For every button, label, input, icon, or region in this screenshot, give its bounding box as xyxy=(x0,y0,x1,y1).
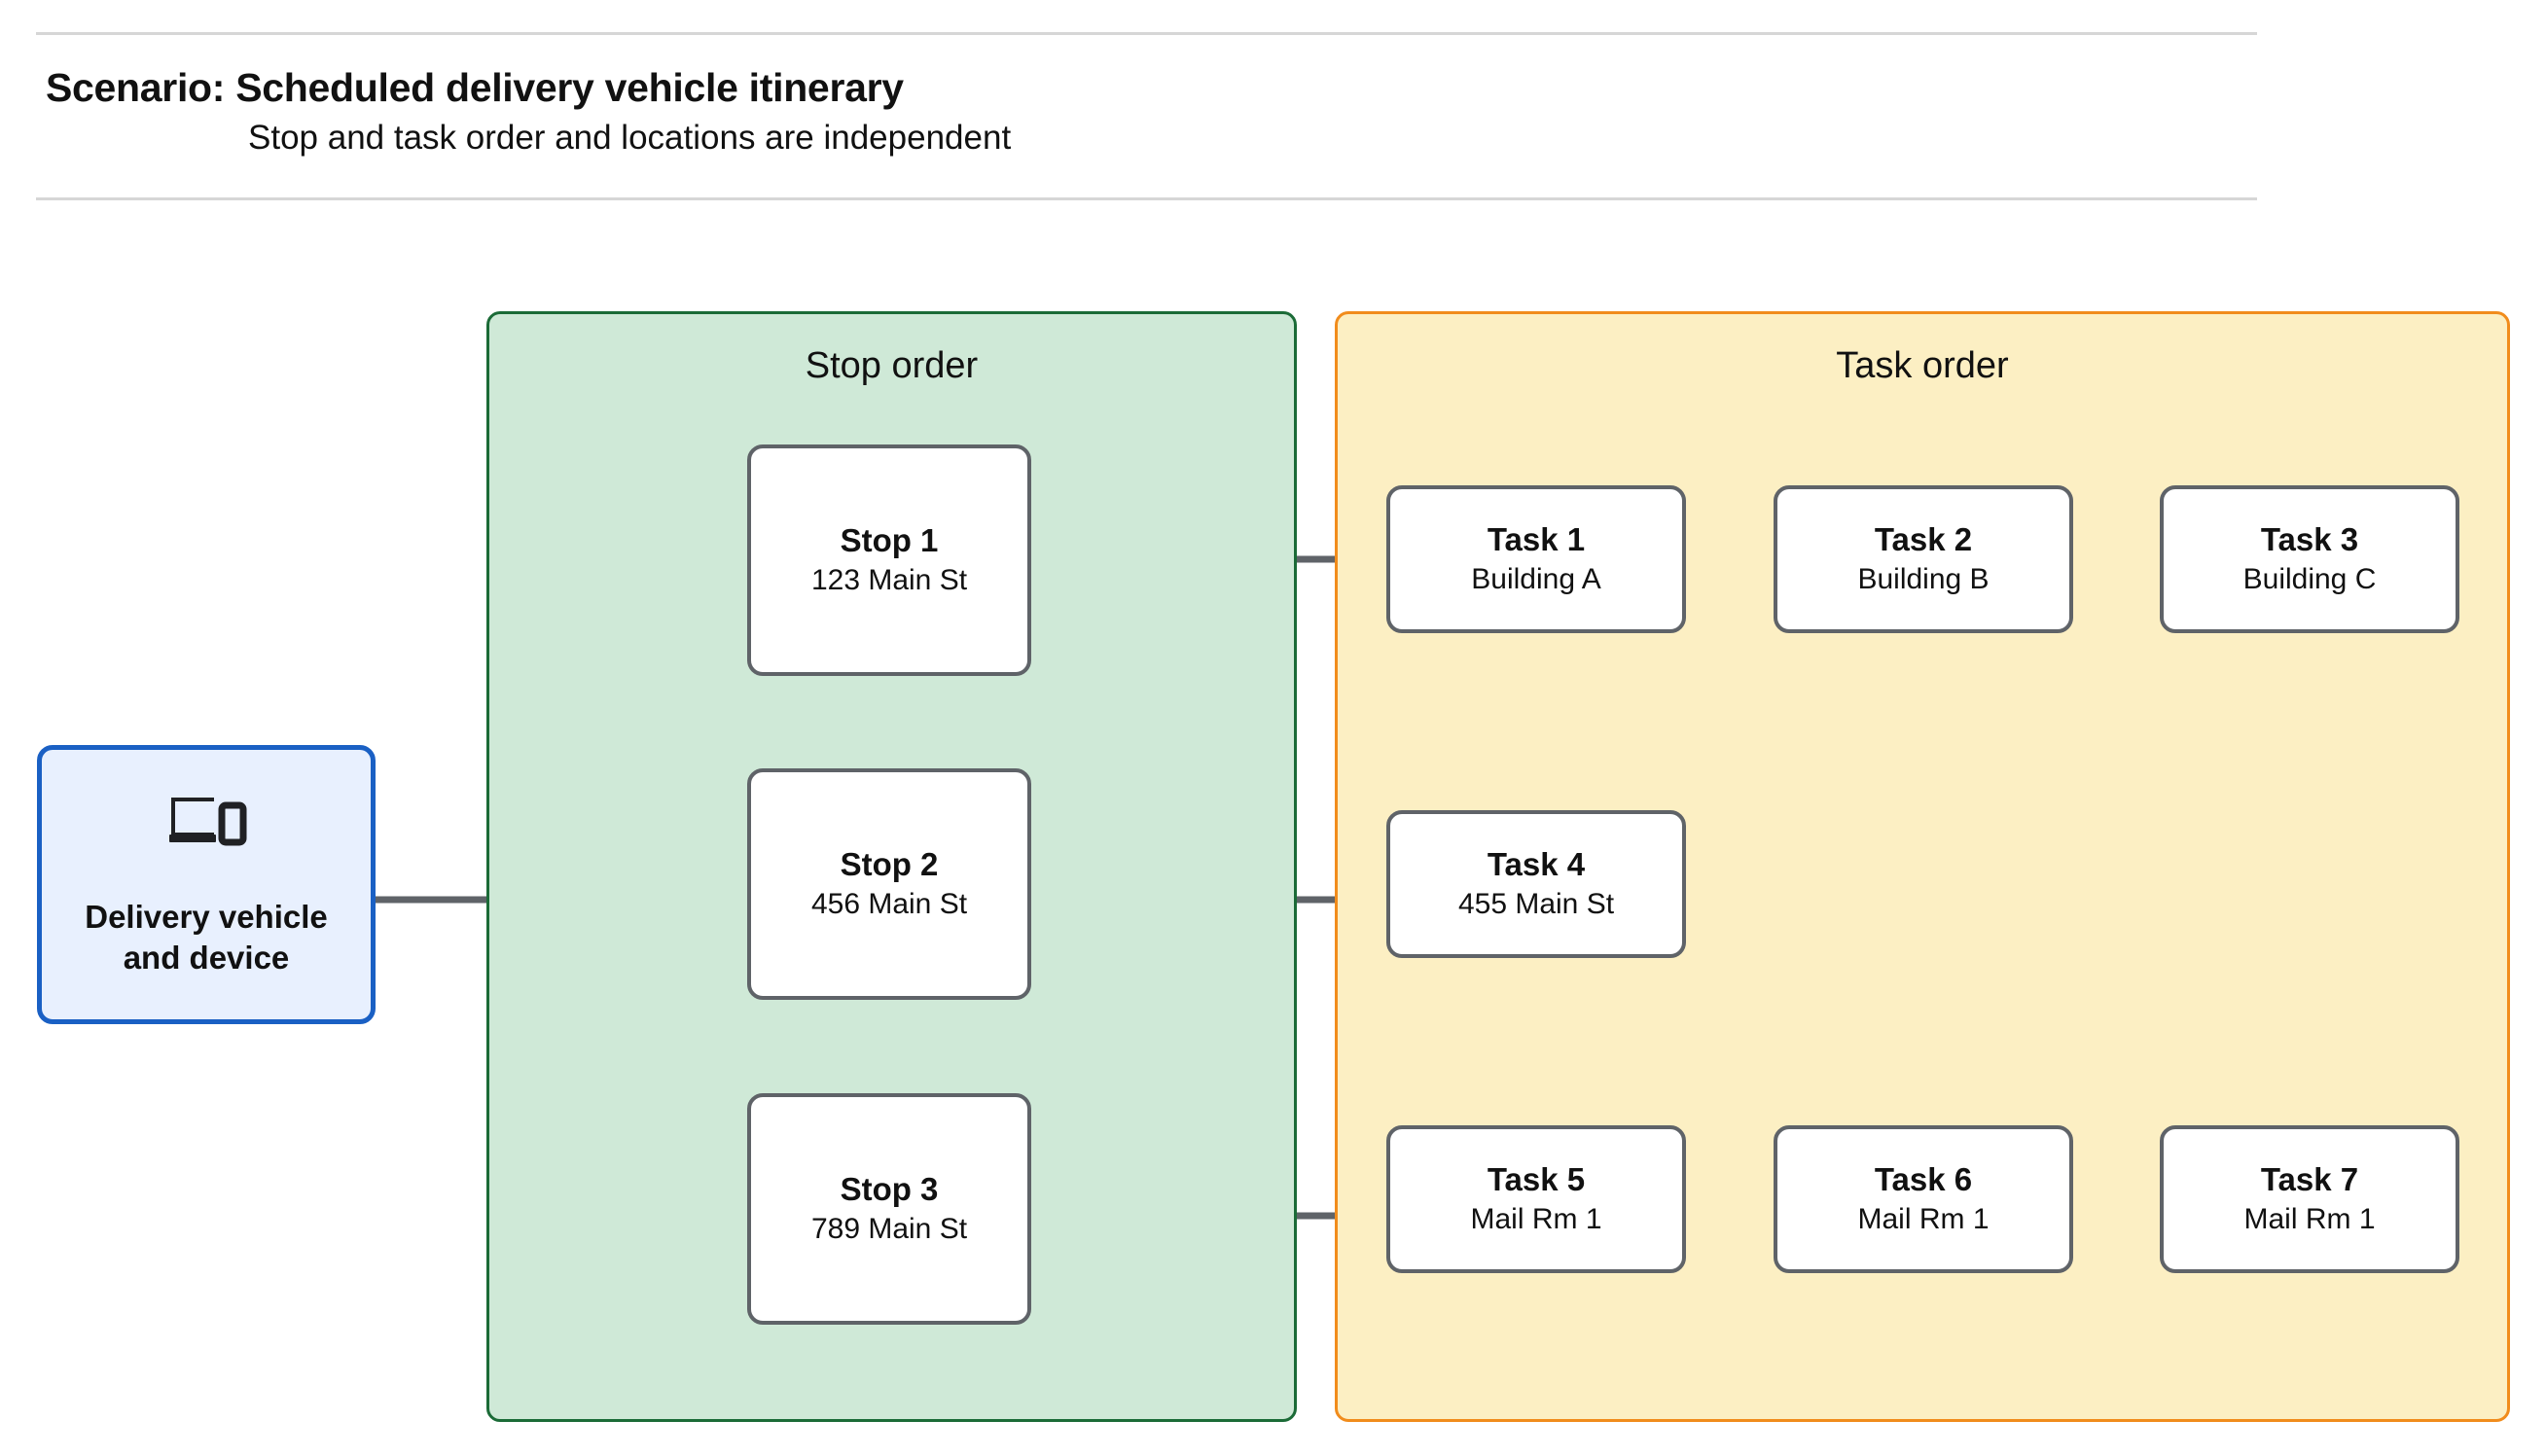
task-node-location: Mail Rm 1 xyxy=(1857,1202,1990,1235)
task-node-4[interactable]: Task 4 455 Main St xyxy=(1386,810,1686,958)
task-node-location: Mail Rm 1 xyxy=(2243,1202,2376,1235)
task-node-title: Task 2 xyxy=(1874,521,1973,558)
task-node-6[interactable]: Task 6 Mail Rm 1 xyxy=(1774,1125,2073,1273)
task-node-location: 455 Main St xyxy=(1457,887,1615,920)
task-node-3[interactable]: Task 3 Building C xyxy=(2160,485,2459,633)
stop-node-location: 789 Main St xyxy=(810,1212,968,1245)
task-node-1[interactable]: Task 1 Building A xyxy=(1386,485,1686,633)
task-node-title: Task 1 xyxy=(1487,521,1586,558)
page-title: Scenario: Scheduled delivery vehicle iti… xyxy=(46,65,904,110)
stop-node-title: Stop 2 xyxy=(840,846,939,883)
stop-node-location: 123 Main St xyxy=(810,563,968,596)
task-node-title: Task 3 xyxy=(2260,521,2359,558)
task-node-location: Mail Rm 1 xyxy=(1470,1202,1602,1235)
task-node-title: Task 6 xyxy=(1874,1161,1973,1198)
stop-node-1[interactable]: Stop 1 123 Main St xyxy=(747,444,1031,676)
stop-node-title: Stop 1 xyxy=(840,522,939,559)
stop-node-title: Stop 3 xyxy=(840,1171,939,1208)
task-node-location: Building B xyxy=(1857,562,1990,595)
delivery-vehicle-and-device-node[interactable]: Delivery vehicle and device xyxy=(37,745,376,1024)
task-node-title: Task 7 xyxy=(2260,1161,2359,1198)
page-subtitle: Stop and task order and locations are in… xyxy=(248,119,1012,157)
header-rule-top xyxy=(36,32,2257,35)
task-node-title: Task 4 xyxy=(1487,846,1586,883)
stop-order-panel-title: Stop order xyxy=(805,345,979,386)
task-node-2[interactable]: Task 2 Building B xyxy=(1774,485,2073,633)
task-node-location: Building C xyxy=(2242,562,2377,595)
task-node-location: Building A xyxy=(1471,562,1601,595)
task-order-panel-title: Task order xyxy=(1836,345,2009,386)
task-node-title: Task 5 xyxy=(1487,1161,1586,1198)
devices-icon xyxy=(169,798,247,846)
stop-node-3[interactable]: Stop 3 789 Main St xyxy=(747,1093,1031,1325)
stop-node-2[interactable]: Stop 2 456 Main St xyxy=(747,768,1031,1000)
device-node-label: Delivery vehicle and device xyxy=(85,899,328,976)
task-node-7[interactable]: Task 7 Mail Rm 1 xyxy=(2160,1125,2459,1273)
stop-node-location: 456 Main St xyxy=(810,887,968,920)
header-rule-bottom xyxy=(36,197,2257,200)
task-node-5[interactable]: Task 5 Mail Rm 1 xyxy=(1386,1125,1686,1273)
